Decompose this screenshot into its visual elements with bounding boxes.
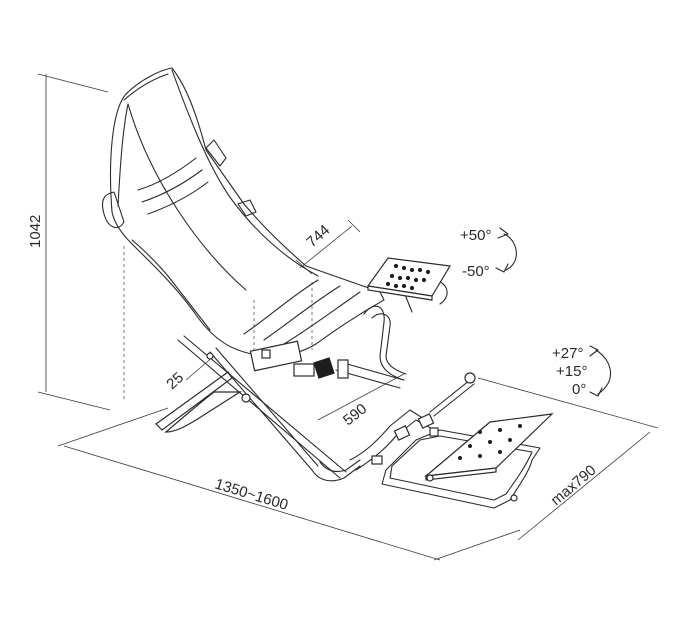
dimension-lines — [37, 73, 659, 561]
label-pedal-extension: max790 — [548, 462, 600, 509]
label-length: 1350~1600 — [213, 476, 290, 514]
label-depth: 590 — [340, 400, 370, 429]
label-wheel-minus: -50° — [462, 263, 490, 280]
label-pedal-high: +27° — [552, 345, 583, 362]
label-wheel-plus: +50° — [460, 227, 491, 244]
pedal-assembly — [349, 372, 554, 509]
label-tube-diameter: 25 — [163, 369, 187, 393]
label-height: 1042 — [27, 215, 44, 248]
wheel-mount-plate — [366, 257, 451, 301]
label-wheel-mount-width: 744 — [303, 222, 333, 251]
label-pedal-zero: 0° — [572, 381, 586, 398]
seat-frame — [155, 279, 448, 482]
seat-shell — [101, 67, 385, 357]
label-pedal-mid: +15° — [556, 363, 587, 380]
rotation-arrows — [495, 227, 612, 397]
